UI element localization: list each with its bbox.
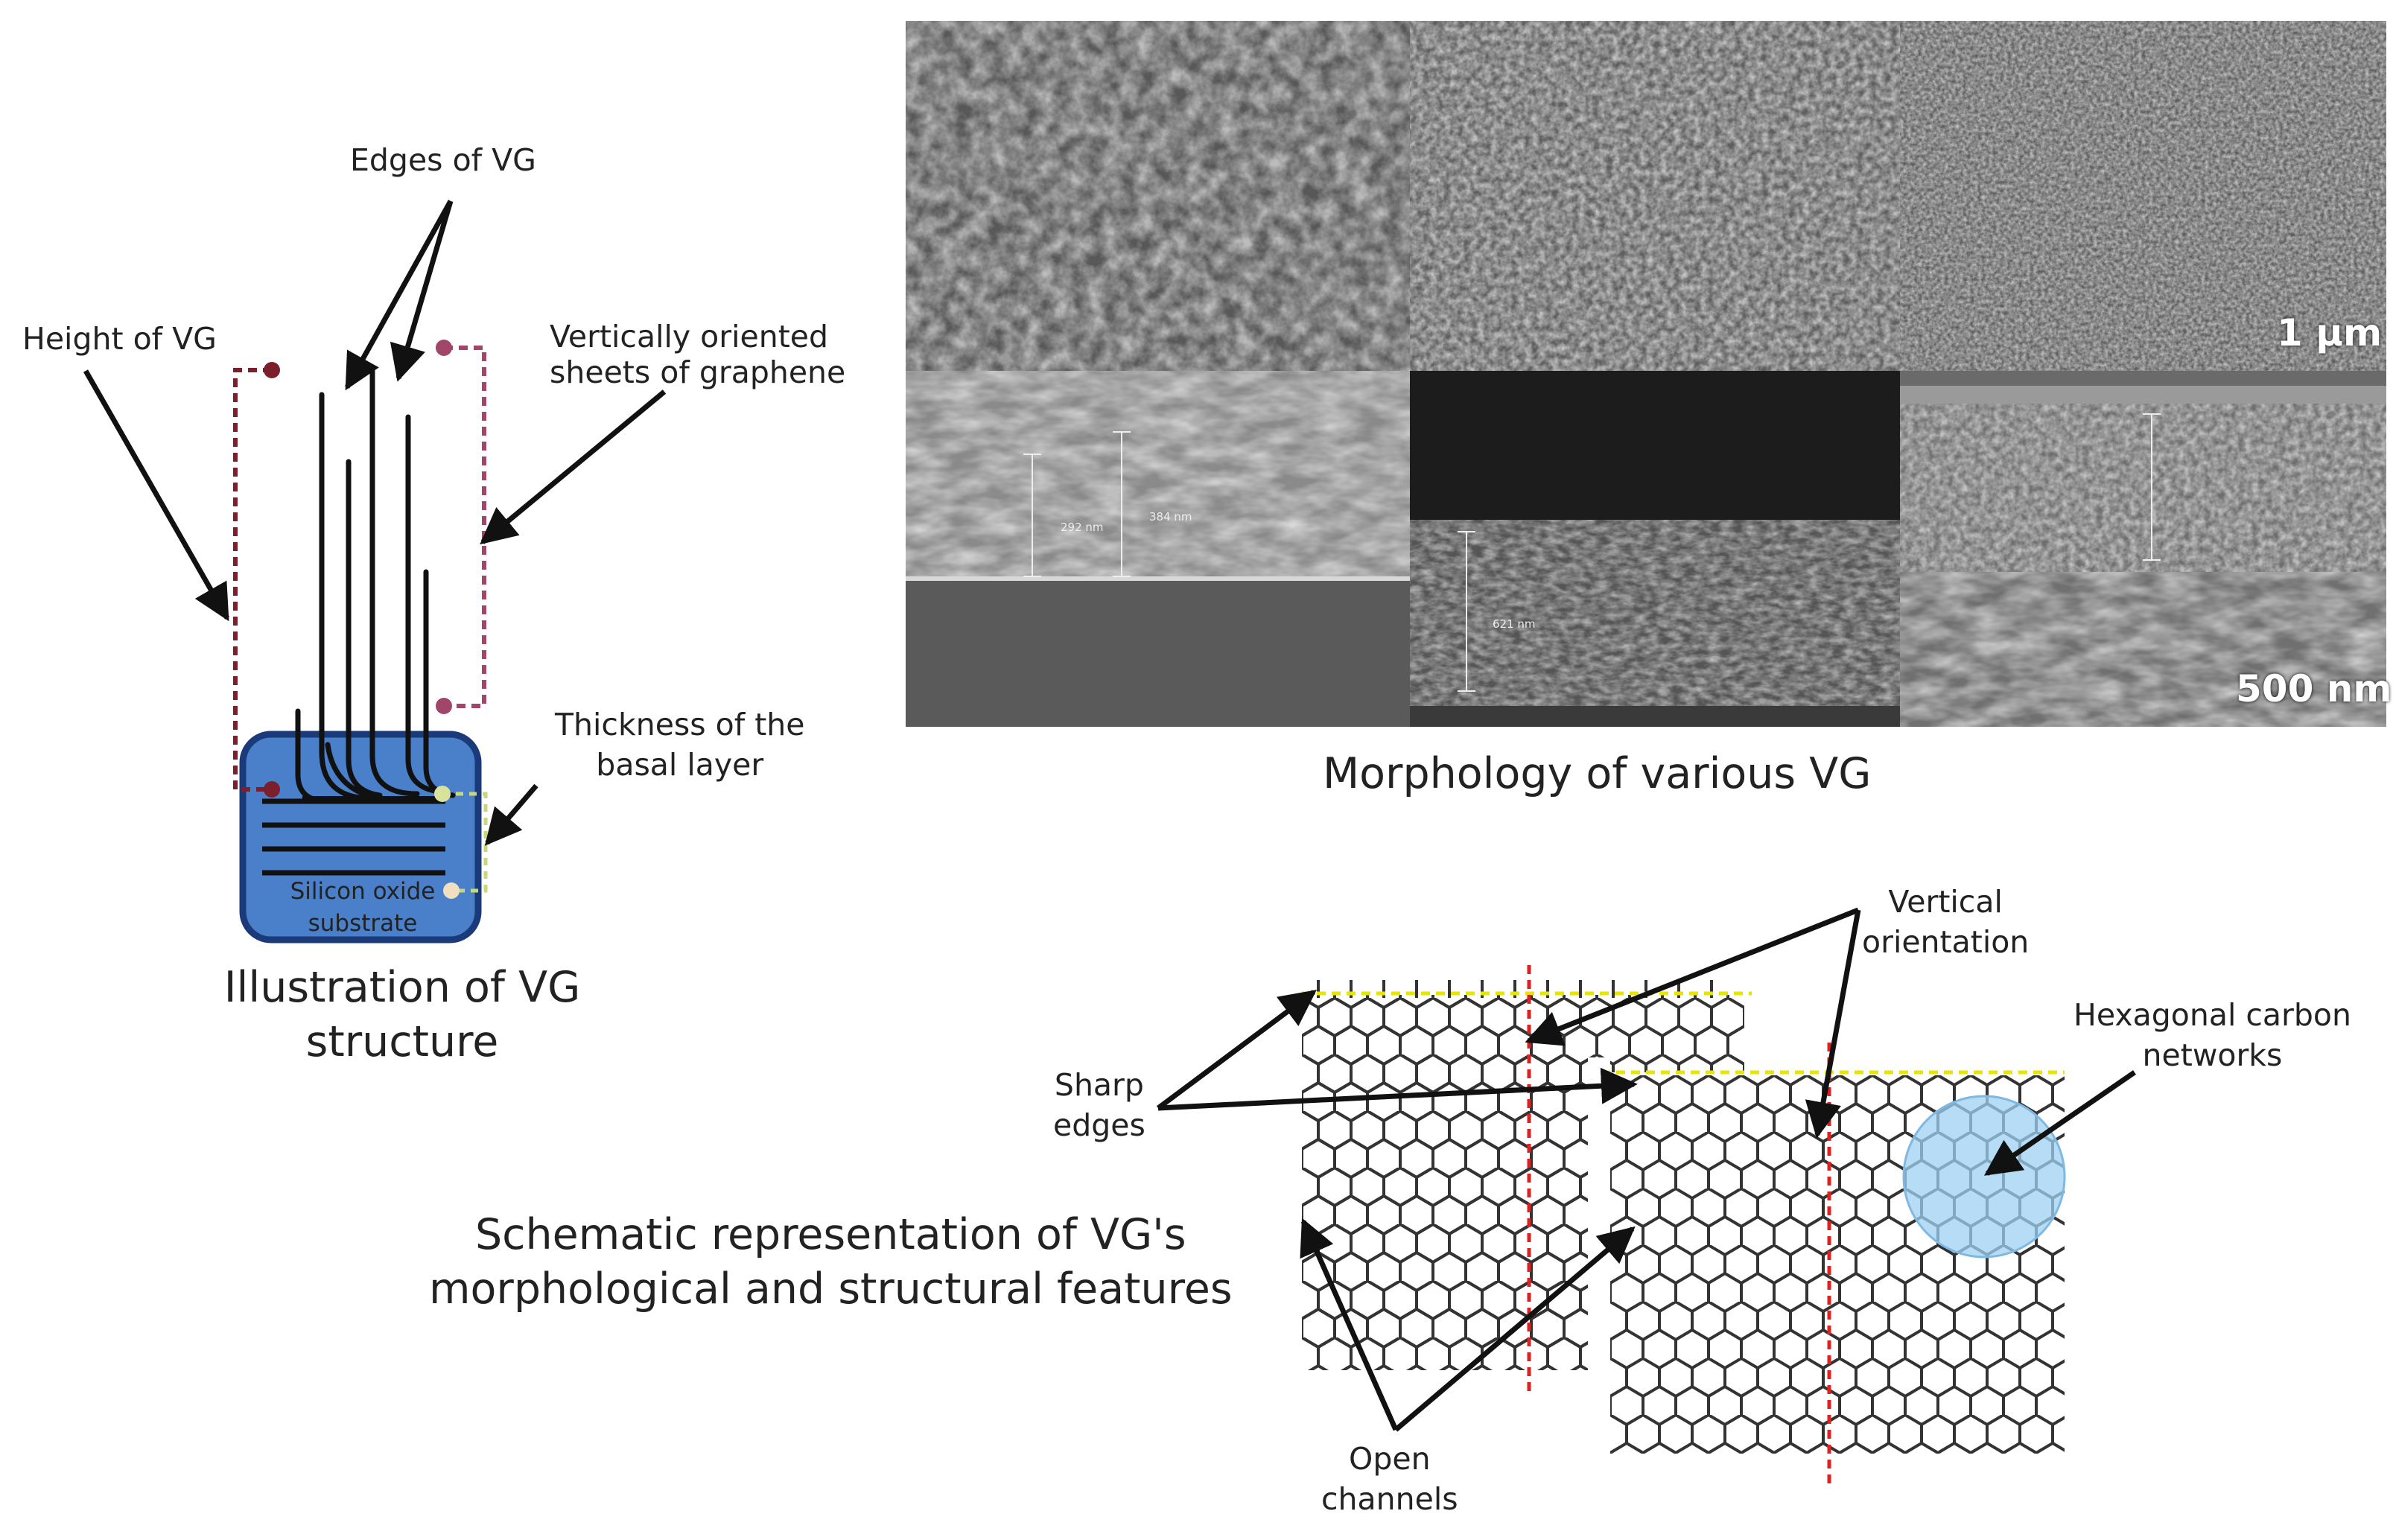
sheets-arrow — [480, 389, 667, 545]
height-marker-bottom — [264, 781, 280, 798]
sheets-marker-bottom — [436, 698, 452, 714]
schematic-caption: Schematic representation of VG's morphol… — [429, 1210, 1233, 1314]
thickness-arrow — [484, 783, 538, 846]
sem-cross-section-2 — [1410, 371, 1900, 727]
hex-arrow — [1983, 1070, 2136, 1176]
sheets-marker-top — [436, 340, 452, 356]
sem-top-view-2 — [1410, 21, 1900, 371]
substrate-label: Silicon oxide substrate — [290, 878, 436, 937]
height-arrow — [83, 369, 230, 622]
measure-384: 384 nm — [1149, 510, 1192, 524]
vertical-arrow-left — [1525, 907, 1860, 1046]
sem-top-view-3 — [1900, 21, 2386, 371]
measure-292: 292 nm — [1061, 521, 1104, 534]
vertical-arrow-right — [1805, 909, 1861, 1139]
hex-network-label: Hexagonal carbon networks — [2073, 997, 2351, 1074]
scale-bar-500nm: 500 nm — [2236, 667, 2392, 710]
sharp-arrow-middle — [1157, 1067, 1638, 1111]
thickness-marker-bottom — [443, 882, 460, 899]
sheets-bracket — [444, 346, 486, 708]
scale-bar-1um: 1 µm — [2277, 311, 2383, 354]
sheets-label: Vertically oriented sheets of graphene — [550, 319, 846, 391]
open-channel-gap — [1588, 1057, 1610, 1407]
open-channels-label: Open channels — [1321, 1441, 1458, 1518]
edges-arrow-right — [390, 200, 454, 382]
hex-network-highlight — [1902, 1095, 2066, 1259]
sem-top-view-1 — [906, 21, 1410, 371]
illustration-caption: Illustration of VG structure — [223, 963, 581, 1066]
open-arrow-right — [1393, 1226, 1636, 1432]
sem-cross-section-3 — [1900, 371, 2386, 727]
height-label: Height of VG — [22, 321, 217, 357]
vertical-orientation-label: Vertical orientation — [1862, 884, 2030, 961]
thickness-marker-top — [434, 786, 451, 802]
sharp-arrow-top — [1156, 990, 1317, 1110]
height-marker-top — [264, 362, 280, 378]
open-arrow-left — [1300, 1218, 1399, 1431]
edges-label: Edges of VG — [350, 142, 536, 178]
edges-arrow-left — [344, 200, 454, 391]
measure-621: 621 nm — [1493, 617, 1536, 631]
morphology-caption: Morphology of various VG — [1323, 749, 1872, 798]
height-bracket — [233, 368, 272, 792]
vg-illustration — [83, 200, 667, 944]
sharp-edges-label: Sharp edges — [1053, 1067, 1145, 1144]
sem-cross-section-1 — [906, 371, 1410, 727]
thickness-label: Thickness of the basal layer — [555, 707, 805, 783]
